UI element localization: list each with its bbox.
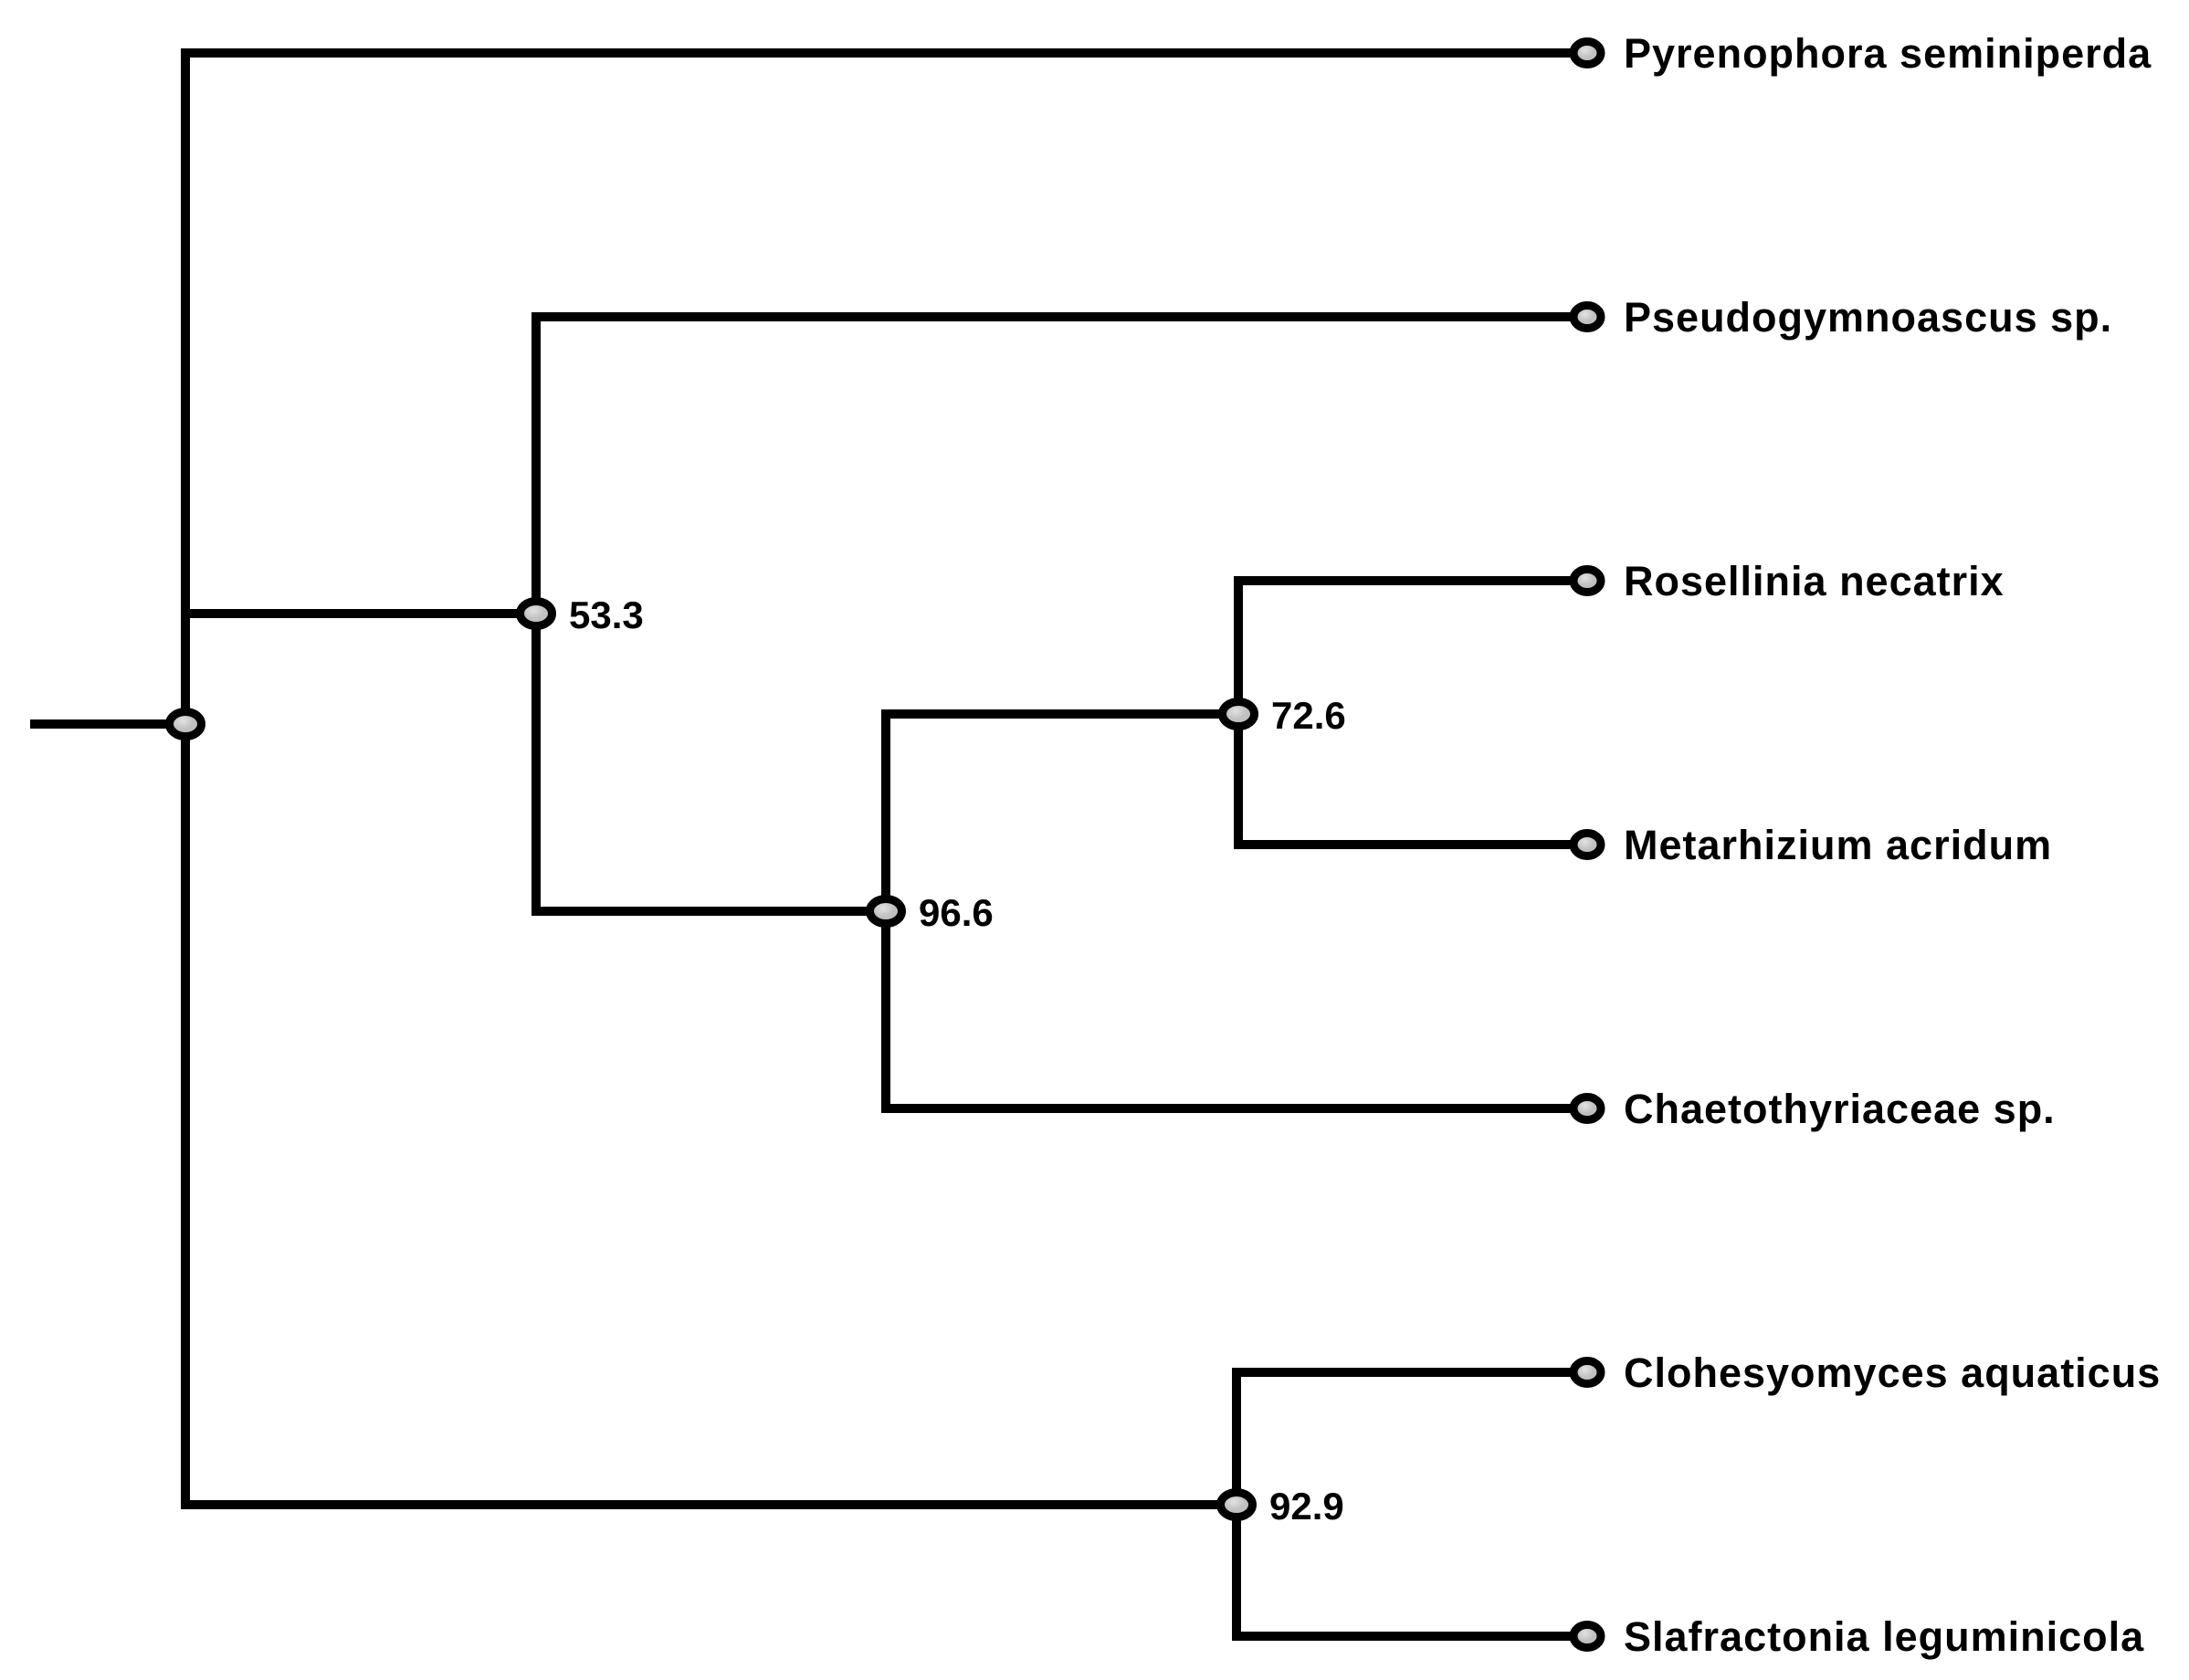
support-label-72-6: 72.6 — [1271, 694, 1346, 737]
tip-node-rosellinia-necatrix[interactable] — [1569, 565, 1605, 596]
tip-label-rosellinia-necatrix: Rosellinia necatrix — [1624, 558, 2005, 604]
tip-label-chaetothyriaceae-sp: Chaetothyriaceae sp. — [1624, 1086, 2056, 1132]
support-label-53-3: 53.3 — [569, 593, 644, 636]
tip-node-clohesyomyces-aquaticus[interactable] — [1569, 1357, 1605, 1388]
tip-node-slafractonia-leguminicola[interactable] — [1569, 1621, 1605, 1652]
root-node[interactable] — [165, 708, 205, 740]
tip-label-pyrenophora-seminiperda: Pyrenophora seminiperda — [1624, 30, 2152, 77]
tip-node-pyrenophora-seminiperda[interactable] — [1569, 37, 1605, 68]
internal-node-96-6[interactable] — [866, 895, 906, 928]
support-label-96-6: 96.6 — [919, 891, 994, 934]
internal-node-72-6[interactable] — [1218, 698, 1258, 730]
tip-node-chaetothyriaceae-sp[interactable] — [1569, 1093, 1605, 1124]
internal-node-53-3[interactable] — [516, 597, 556, 630]
tip-label-pseudogymnoascus-sp: Pseudogymnoascus sp. — [1624, 294, 2112, 341]
tip-node-pseudogymnoascus-sp[interactable] — [1569, 301, 1605, 332]
tip-label-clohesyomyces-aquaticus: Clohesyomyces aquaticus — [1624, 1349, 2161, 1396]
tip-node-metarhizium-acridum[interactable] — [1569, 829, 1605, 860]
tip-label-slafractonia-leguminicola: Slafractonia leguminicola — [1624, 1613, 2144, 1660]
tip-label-metarhizium-acridum: Metarhizium acridum — [1624, 822, 2052, 868]
support-label-92-9: 92.9 — [1269, 1485, 1344, 1528]
internal-node-92-9[interactable] — [1216, 1488, 1257, 1521]
